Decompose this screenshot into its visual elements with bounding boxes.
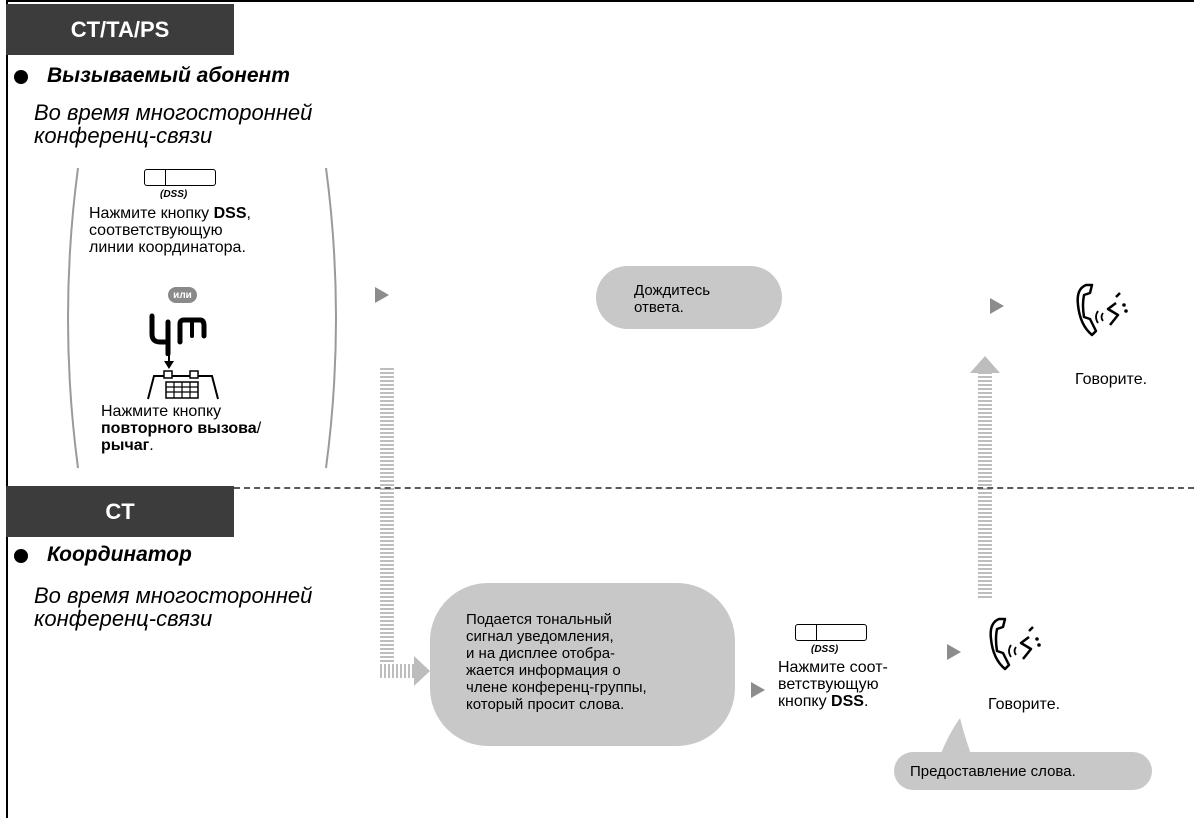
up-striped-arrow-shaft <box>978 372 992 598</box>
flash-recall-key-icon <box>147 370 219 400</box>
frame-left-border <box>6 0 8 818</box>
section-tab-ct-ta-ps: CT/TA/PS <box>6 4 234 55</box>
down-striped-arrow-elbow <box>380 664 420 678</box>
dss-instruction: Нажмите соот- ветствующую кнопку DSS. <box>778 659 888 710</box>
right-bracket <box>325 167 337 469</box>
or-badge: или <box>168 287 197 303</box>
dss-key-icon <box>144 169 216 186</box>
left-bracket <box>67 167 79 469</box>
handset-talking-icon <box>989 617 1041 671</box>
dss-caption: (DSS) <box>160 189 188 200</box>
up-arrow-head-icon <box>970 356 1000 373</box>
callout-tail <box>938 718 974 762</box>
talk-label: Говорите. <box>1075 371 1148 388</box>
bullet-icon <box>14 70 28 84</box>
section-divider <box>234 487 1194 489</box>
down-arrow-icon <box>164 352 174 369</box>
context-text: Во время многосторонней конференц-связи <box>34 100 313 148</box>
section-tab-label: CT/TA/PS <box>70 16 170 42</box>
finger-press-icon <box>149 313 207 356</box>
role-title-called-party: Вызываемый абонент <box>47 64 290 87</box>
section-tab-ct: CT <box>6 486 234 537</box>
wait-for-answer-bubble: Дождитесь ответа. <box>596 266 782 329</box>
talk-label: Говорите. <box>988 696 1061 713</box>
notification-bubble: Подается тональный сигнал уведомления, и… <box>430 583 735 746</box>
context-text: Во время многосторонней конференц-связи <box>34 583 313 631</box>
gray-triangle-arrow-icon <box>751 682 765 698</box>
bullet-icon <box>14 549 28 563</box>
give-floor-callout: Предоставление слова. <box>894 752 1152 790</box>
down-striped-arrow-shaft <box>380 368 394 676</box>
section-tab-label: CT <box>105 498 135 524</box>
dss-caption: (DSS) <box>811 644 839 655</box>
role-title-coordinator: Координатор <box>47 543 192 566</box>
gray-triangle-arrow-icon <box>375 287 389 303</box>
flash-instruction: Нажмите кнопку повторного вызова/ рычаг. <box>101 403 262 454</box>
gray-triangle-arrow-icon <box>990 298 1004 314</box>
dss-key-icon <box>795 624 867 641</box>
gray-triangle-arrow-icon <box>947 644 961 660</box>
handset-talking-icon <box>1076 283 1128 337</box>
right-arrow-head-icon <box>414 656 430 686</box>
frame-top-border <box>6 0 1194 2</box>
dss-instruction: Нажмите кнопку DSS, соответствующую лини… <box>89 205 251 256</box>
